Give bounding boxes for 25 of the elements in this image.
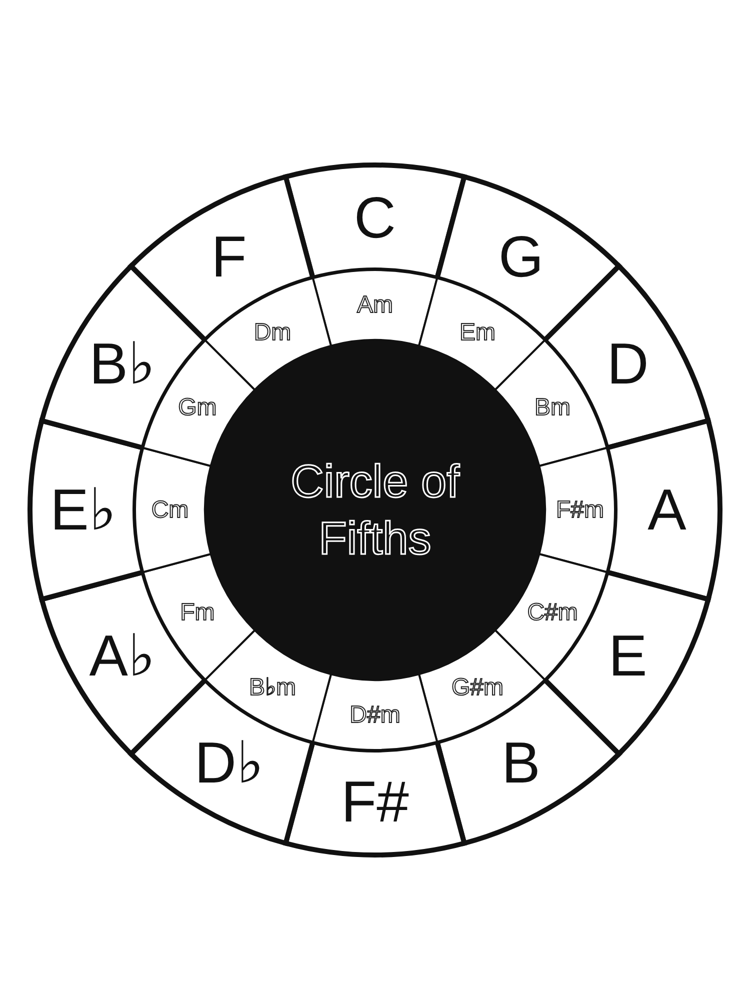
minor-key-label: G#m [452,674,504,702]
major-key-label: A [648,478,686,542]
minor-key-label: Dm [254,318,292,346]
minor-key-label: Gm [178,394,217,421]
major-key-label: B♭ [89,332,155,396]
minor-key-label: Bm [534,394,571,421]
minor-key-label: Em [460,318,496,346]
major-key-label: B [502,730,540,796]
minor-key-label: Cm [151,496,189,524]
minor-key-label: D#m [350,702,400,728]
minor-key-label: B♭m [249,674,296,702]
major-key-label: A♭ [89,624,155,688]
major-key-label: F [211,224,247,290]
major-key-label: E♭ [50,478,116,542]
minor-key-label: Fm [180,599,215,626]
minor-key-label: F#m [556,496,604,524]
major-key-label: F# [341,770,409,834]
major-key-label: E [608,624,648,688]
major-key-label: D♭ [194,730,264,796]
minor-key-label: Am [357,292,393,318]
major-key-label: C [354,186,396,250]
title-text: Circle of Fifths [290,454,460,566]
major-key-label: D [606,332,649,396]
major-key-label: G [498,224,544,290]
minor-key-label: C#m [527,599,578,626]
